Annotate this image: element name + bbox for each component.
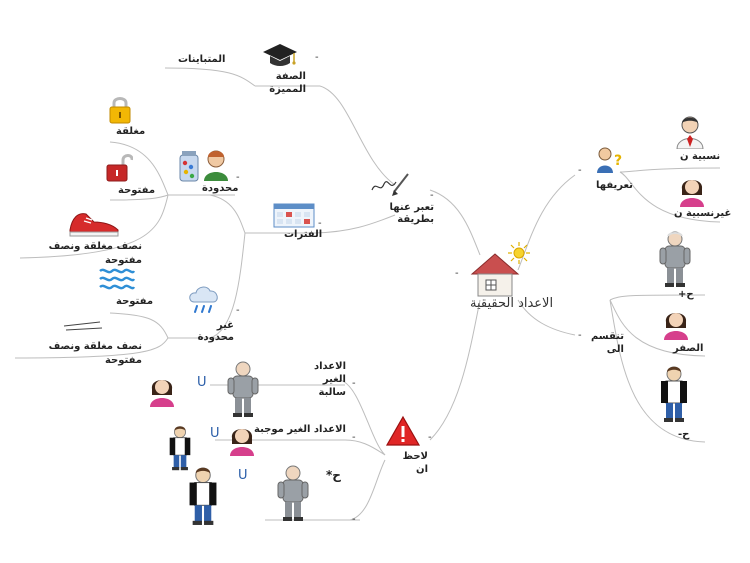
bounded-dash: -	[236, 172, 240, 183]
notice-dash: -	[428, 432, 432, 443]
feature-dash: -	[315, 52, 319, 63]
lock-open-icon	[106, 154, 133, 182]
unbounded-label: غير محدودة	[197, 320, 234, 343]
closed-label: مغلقة	[116, 126, 146, 137]
nonzero-reals-dash: -	[352, 514, 356, 525]
half-closed-label: نصف مغلقة ونصف مفتوحة	[48, 241, 142, 266]
non-positive-dash: -	[352, 432, 356, 443]
calendar-icon	[273, 203, 315, 228]
woman-icon-3	[150, 380, 174, 407]
woman-icon	[680, 180, 704, 207]
expression-label: تعبر عنها بطريقة	[389, 202, 434, 225]
notice-label: لاحظ ان	[402, 451, 428, 475]
expression-dash: -	[430, 190, 434, 201]
handwriting-icon	[371, 173, 409, 196]
definition-dash: -	[578, 165, 582, 176]
positive-label: ح+	[678, 289, 694, 300]
root-label: الاعداد الحقيقية	[470, 296, 554, 311]
young-man-icon-2	[169, 426, 191, 471]
zero-label: الصفر	[673, 343, 704, 354]
scribble-icon	[63, 321, 103, 331]
non-positive-label: الاعداد الغير موجبة	[254, 424, 346, 435]
feature-label: الصفة المميزة	[269, 71, 306, 95]
young-man-icon	[661, 366, 687, 422]
woman-icon-4	[230, 429, 254, 456]
division-label: تنقسم الى	[590, 331, 624, 355]
young-man-icon-3	[189, 467, 217, 525]
non-negative-dash: -	[352, 378, 356, 389]
old-man-icon	[659, 231, 691, 287]
definition-label: تعريفها	[596, 180, 633, 191]
negative-label: ح-	[678, 429, 690, 440]
intervals-dash: -	[318, 218, 322, 229]
sun-icon	[508, 242, 530, 264]
sneaker-icon	[69, 213, 119, 237]
old-man-icon-2	[227, 361, 259, 417]
person-question-icon: ?	[597, 147, 622, 173]
house-icon	[470, 253, 520, 297]
union-symbol-1: U	[197, 375, 207, 390]
lock-closed-icon	[109, 97, 131, 124]
open-label-2: مفتوحة	[116, 296, 154, 307]
scientist-jar-icon	[179, 150, 228, 182]
division-dash: -	[578, 330, 582, 341]
woman-icon-2	[664, 313, 688, 340]
union-symbol-2: U	[210, 426, 220, 441]
non-negative-label: الاعداد الغير سالبة	[313, 361, 346, 398]
half-closed-label-2: نصف مغلقة ونصف مفتوحة	[48, 341, 142, 366]
irrational-label: غيرنسبية ن	[674, 208, 732, 219]
root-dash: -	[455, 268, 459, 279]
intervals-label: الفترات	[284, 229, 323, 240]
open-label: مفتوحة	[118, 185, 156, 196]
unbounded-dash: -	[236, 305, 240, 316]
svg-text:?: ?	[614, 153, 622, 169]
rational-label: نسبية ن	[680, 151, 721, 162]
union-symbol-3: U	[238, 468, 248, 483]
rain-cloud-icon	[189, 286, 218, 313]
nonzero-reals-label: ح*	[326, 468, 341, 482]
waves-icon	[99, 268, 136, 290]
bounded-label: محدودة	[202, 183, 239, 194]
man-tie-icon	[676, 116, 704, 149]
warning-icon	[385, 415, 421, 446]
graduation-cap-icon	[263, 44, 297, 66]
old-man-icon-3	[277, 465, 309, 521]
inequalities-label: المتباينات	[178, 54, 226, 65]
